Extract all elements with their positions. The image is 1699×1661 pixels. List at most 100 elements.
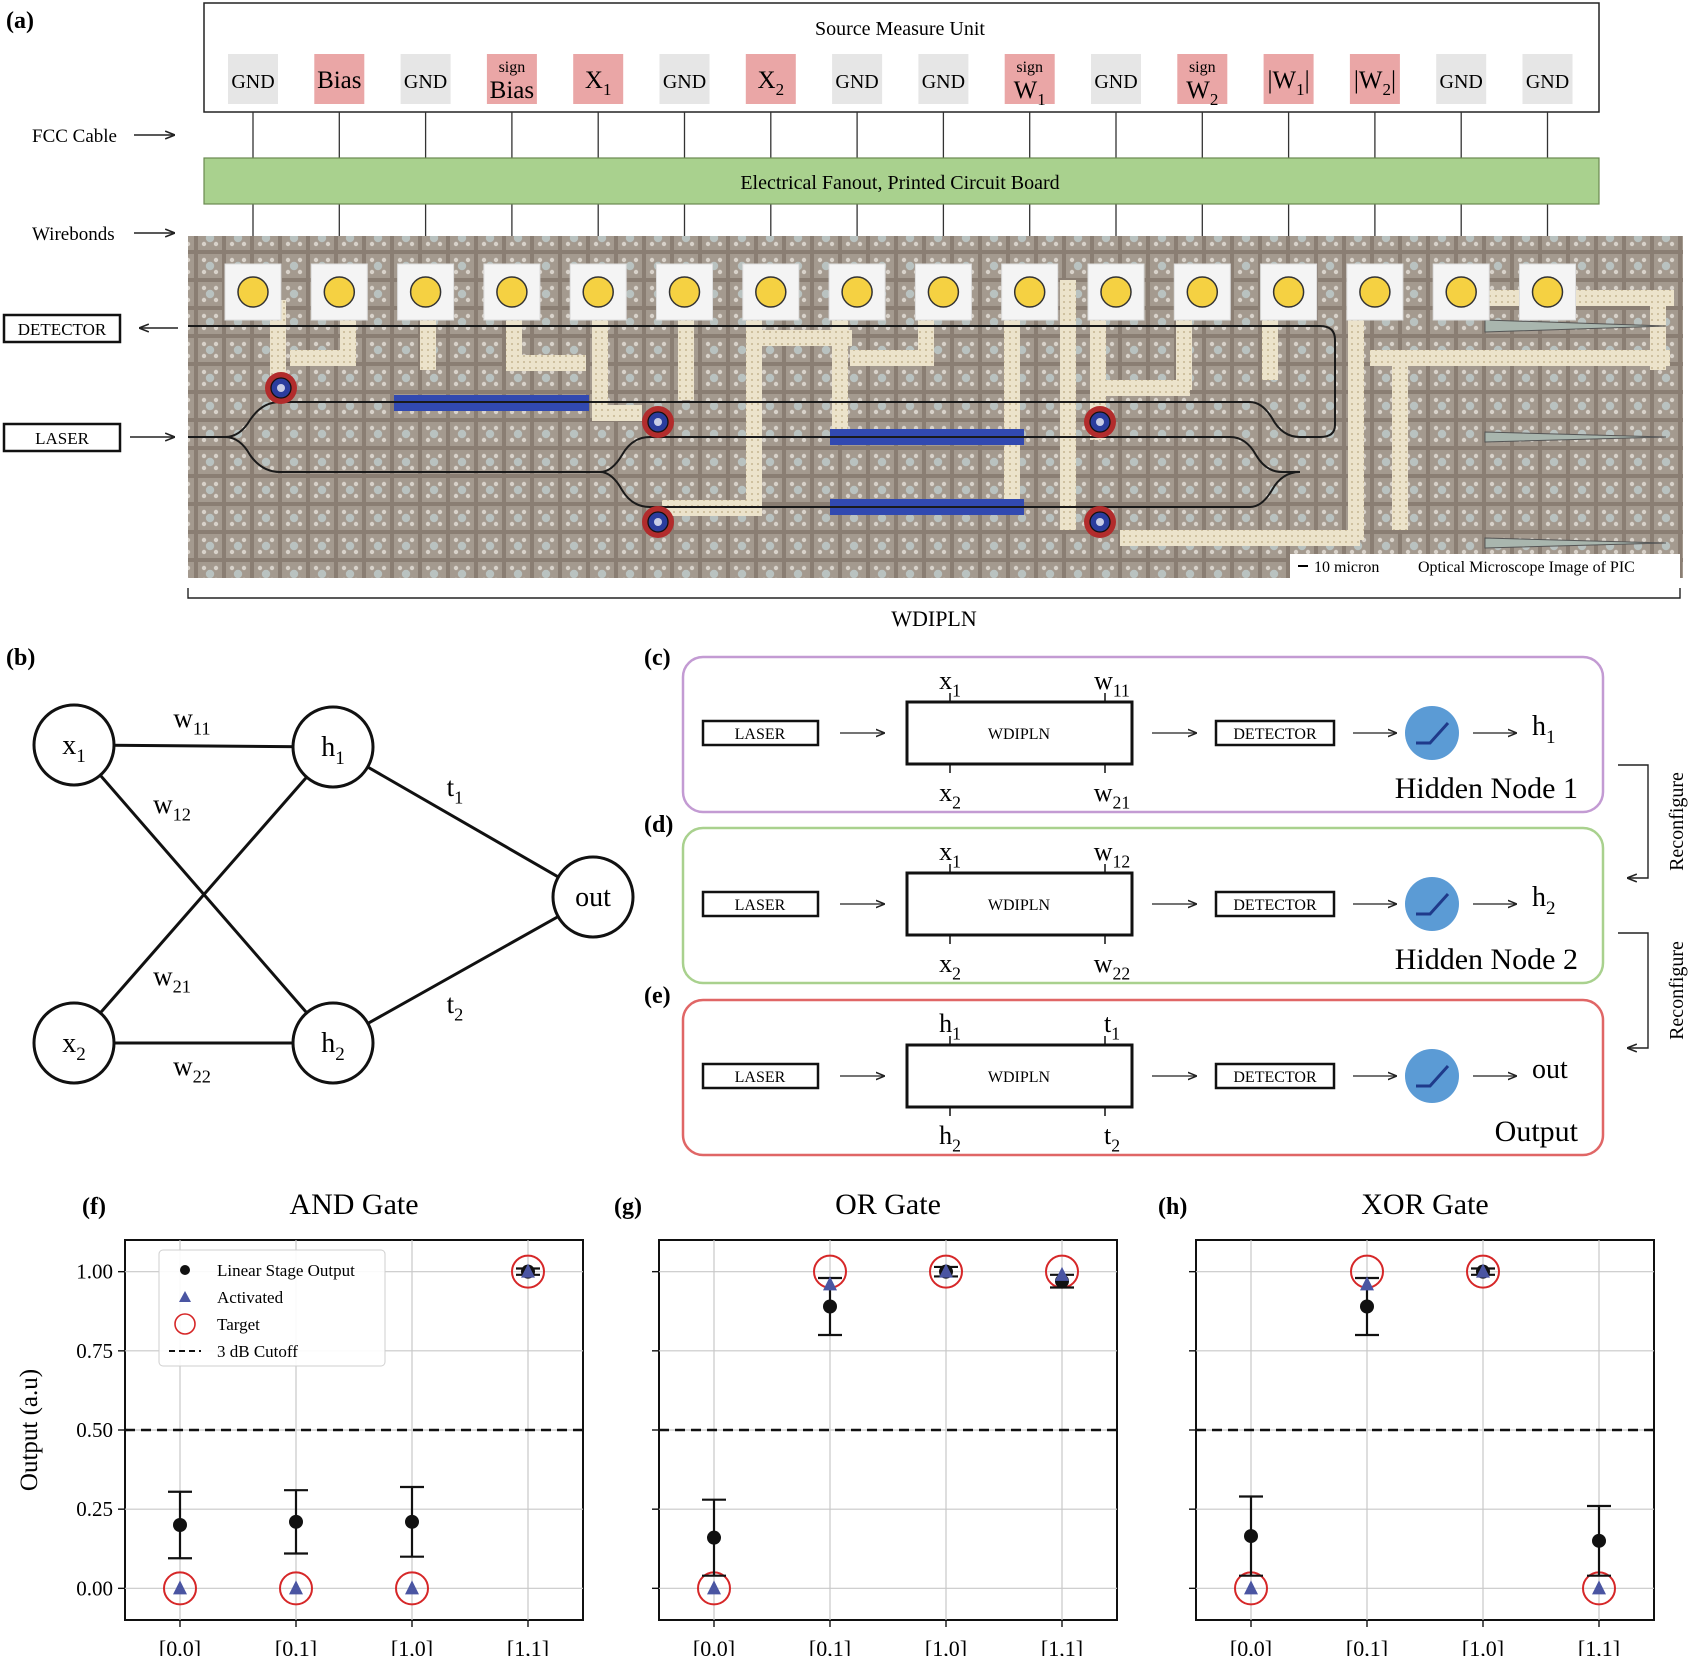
pipeline-output-0: h1	[1532, 711, 1556, 748]
pin-label-3-base: Bias	[490, 77, 534, 104]
node-label-h1: h1	[321, 732, 345, 769]
pin-label-8-base: GND	[922, 71, 965, 93]
pipeline-laser-label-2: LASER	[735, 1069, 786, 1086]
bond-pad-dot-15	[1531, 276, 1564, 308]
pcb-label: Electrical Fanout, Printed Circuit Board	[740, 172, 1059, 194]
edge-label-w12: w12	[153, 789, 191, 825]
bond-pad-dot-5	[668, 276, 701, 308]
pipeline-output-1: h2	[1532, 882, 1556, 919]
pin-label-1: Bias	[317, 67, 361, 94]
chart-activated-point-2-3	[1592, 1580, 1606, 1595]
node-label-x1: x1	[62, 730, 86, 767]
node-label-h1-sub: 1	[335, 748, 345, 769]
node-x1	[32, 703, 116, 787]
pin-label-13-post: |	[1391, 67, 1396, 94]
chart-xtick-label-1-1: [0,1]	[809, 1636, 851, 1656]
pin-label-3: Bias	[490, 77, 534, 104]
pipeline-output-0-sub: 1	[1546, 727, 1556, 748]
chart-activated-point-1-3	[1055, 1266, 1069, 1281]
edge-label-w12-sub: 12	[173, 805, 191, 825]
reconfigure-label-1: Reconfigure	[1666, 941, 1688, 1040]
chart-target-0-3	[511, 1254, 545, 1289]
pin-sign-11: sign	[1189, 59, 1216, 76]
pipeline-input-tl-2-sub: 1	[952, 1023, 961, 1043]
pin-box-14	[1436, 54, 1487, 104]
chart-target-0-2	[395, 1571, 429, 1606]
pipeline-input-br-1-sub: 22	[1113, 963, 1131, 983]
pipeline-input-br-1: w22	[1094, 949, 1130, 983]
pin-label-14: GND	[1440, 71, 1483, 93]
node-out	[551, 855, 635, 939]
reconfigure-arrow-0	[1618, 764, 1649, 878]
bond-pad-dot-4	[582, 276, 614, 308]
bond-pad-dot-7	[841, 276, 873, 308]
chart-1: [0,0][0,1][1,0][1,1]OR Gate	[652, 1188, 1118, 1661]
grating-couplers	[1484, 319, 1667, 549]
chart-target-2-2	[1466, 1254, 1500, 1289]
panel-label-e: (e)	[644, 983, 671, 1009]
chart-linear-point-2-1	[1360, 1299, 1374, 1314]
chart-xtick-label-2-2: [1,0]	[1462, 1636, 1504, 1656]
pin-box-15	[1522, 54, 1573, 104]
chart-linear-point-2-3	[1592, 1533, 1606, 1548]
pipeline-input-tl-0-base: x	[939, 666, 952, 695]
chart-activated-point-0-2	[405, 1580, 419, 1595]
pin-box-6	[745, 54, 796, 104]
pin-label-6-sub: 2	[776, 80, 785, 99]
chart-linear-point-0-2	[405, 1514, 419, 1529]
pipeline-output-1-sub: 2	[1546, 898, 1556, 919]
edge-label-w11: w11	[173, 703, 210, 739]
legend-label-3: 3 dB Cutoff	[217, 1342, 298, 1361]
node-label-h2: h2	[321, 1028, 345, 1065]
chart-ytick-label-0-1: 0.25	[76, 1497, 113, 1521]
edge-h2-out	[332, 895, 594, 1045]
pipeline-wdipln-label-1: WDIPLN	[988, 897, 1051, 914]
reconfigure-arrow-1	[1618, 932, 1649, 1048]
chart-ylabel-0: Output (a.u)	[16, 1369, 43, 1491]
pipeline-input-bl-1-base: x	[939, 949, 952, 978]
bond-pad-dot-13	[1359, 276, 1391, 308]
laser-box	[2, 422, 122, 453]
pipeline-frame-0	[681, 655, 1605, 814]
pin-label-4-base: X	[585, 67, 603, 94]
chart-activated-point-2-1	[1360, 1276, 1374, 1291]
edge-label-w22-base: w	[173, 1051, 193, 1081]
pipeline-input-tr-2-sub: 1	[1111, 1023, 1120, 1043]
bond-pad-dot-6	[755, 276, 787, 308]
chart-xtick-label-2-3: [1,1]	[1578, 1636, 1620, 1656]
pipeline-input-tl-2-base: h	[939, 1009, 952, 1038]
edge-label-t1-base: t	[447, 772, 455, 802]
edge-label-w11-base: w	[173, 703, 193, 733]
chart-xtick-label-1-0: [0,0]	[693, 1636, 735, 1656]
chart-0: 0.000.250.500.751.00[0,0][0,1][1,0][1,1]…	[16, 1188, 584, 1661]
bond-pad-dot-1	[323, 276, 356, 308]
pin-box-0	[228, 54, 278, 104]
chart-linear-point-2-0	[1244, 1529, 1258, 1544]
panel-label-b: (b)	[6, 645, 35, 671]
fcc-cable-label: FCC Cable	[32, 126, 117, 147]
chart-xtick-label-2-0: [0,0]	[1230, 1636, 1272, 1656]
laser-label: LASER	[35, 429, 90, 448]
chart-title-0: AND Gate	[289, 1188, 418, 1221]
chart-target-0-0	[163, 1571, 197, 1606]
bond-pad-dot-12	[1272, 276, 1305, 308]
wirebonds-label: Wirebonds	[32, 224, 115, 245]
chart-legend-box	[158, 1249, 386, 1367]
pipeline-name-2: Output	[1495, 1115, 1579, 1148]
pipeline-input-bl-0: x2	[939, 778, 961, 812]
pin-label-6: X2	[758, 67, 785, 99]
node-label-h2-base: h	[321, 1028, 335, 1059]
pipeline-input-tl-1: x1	[939, 837, 961, 871]
node-label-x2-sub: 2	[76, 1044, 86, 1065]
pin-label-0-base: GND	[231, 71, 274, 93]
pipeline-input-tl-0-sub: 1	[952, 680, 961, 700]
pin-label-1-base: Bias	[317, 67, 361, 94]
panel-label-h: (h)	[1158, 1194, 1187, 1220]
bond-pad-dot-14	[1445, 276, 1477, 308]
chart-xtick-label-0-3: [1,1]	[507, 1636, 549, 1656]
node-h2	[291, 1001, 375, 1085]
edge-label-w11-sub: 11	[193, 719, 211, 739]
